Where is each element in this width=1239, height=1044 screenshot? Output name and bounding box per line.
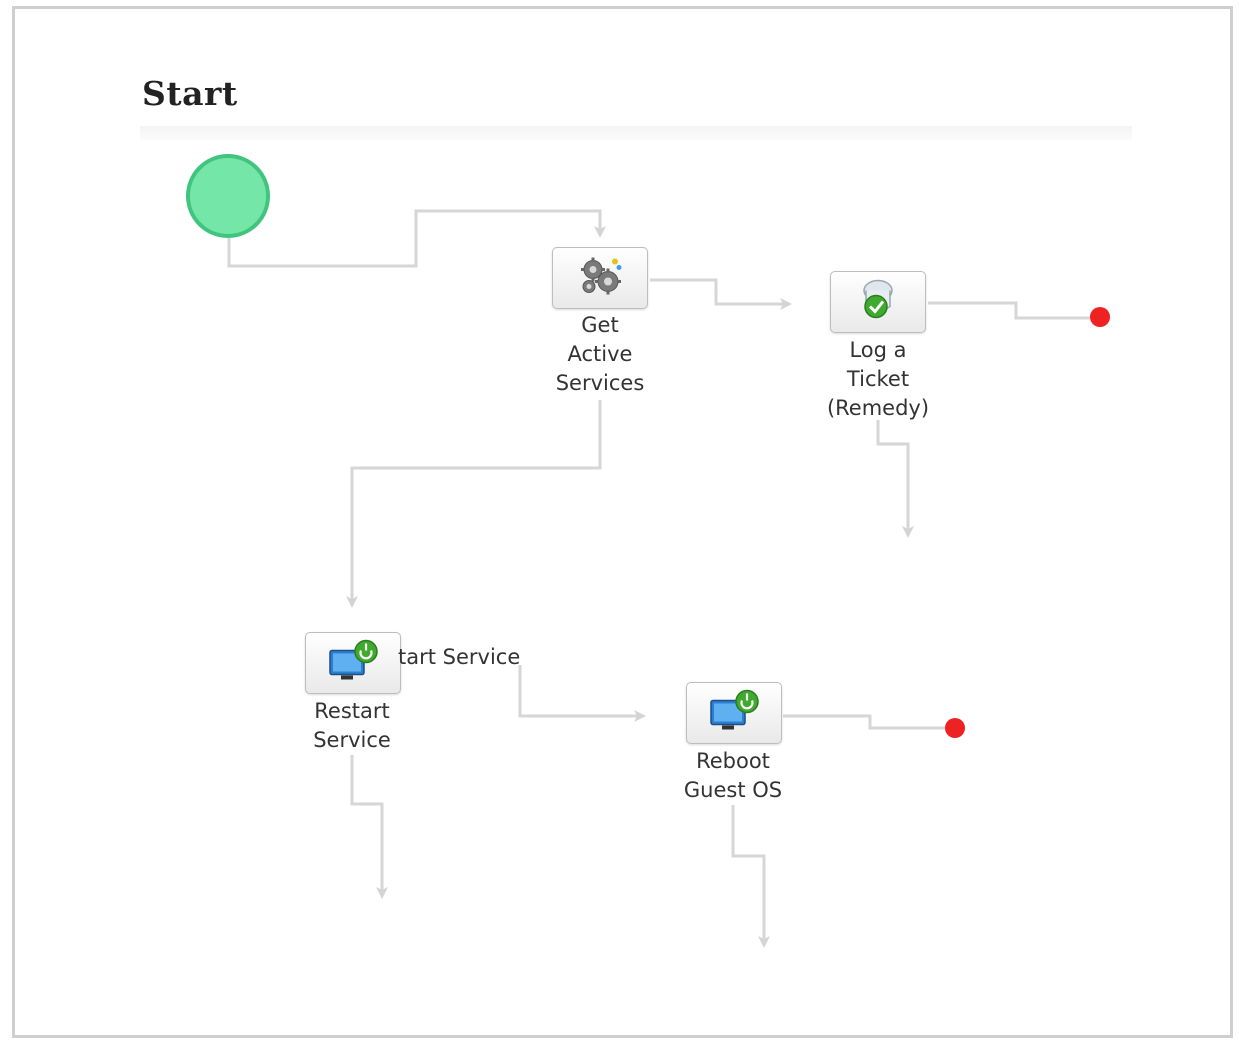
canvas-title: Start: [142, 74, 238, 113]
log-a-ticket-label: Log a Ticket (Remedy): [826, 338, 930, 420]
log-a-ticket-node[interactable]: [830, 271, 926, 333]
reboot-guest-os-label: Reboot Guest OS: [683, 749, 783, 802]
title-divider: [140, 126, 1132, 140]
start-node[interactable]: [186, 154, 270, 238]
get-active-services-node[interactable]: [552, 247, 648, 309]
reboot-guest-os-node[interactable]: [686, 682, 782, 744]
restart-service-label: Restart Service: [313, 699, 391, 752]
end-node-reboot-guest-os[interactable]: [945, 718, 965, 738]
ticket-check-icon: [856, 277, 900, 328]
monitor-power-icon: [705, 689, 763, 738]
monitor-power-icon: [324, 639, 382, 688]
workflow-canvas: [12, 6, 1233, 1038]
gears-icon: [575, 252, 625, 305]
end-node-log-ticket[interactable]: [1090, 307, 1110, 327]
restart-service-node[interactable]: [305, 632, 401, 694]
restart-service-connector-label: tart Service: [398, 645, 521, 669]
get-active-services-label: Get Active Services: [555, 313, 645, 395]
